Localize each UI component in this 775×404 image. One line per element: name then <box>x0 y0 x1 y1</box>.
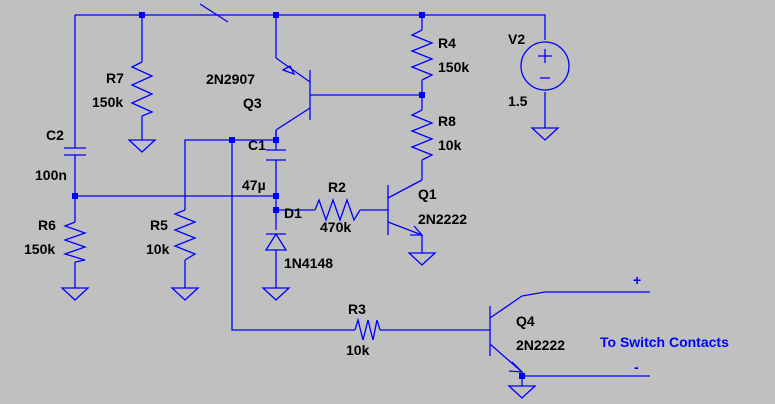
q4-name-label: Q4 <box>516 313 535 329</box>
wires <box>74 14 650 386</box>
resistor-r4 <box>410 29 434 81</box>
transistor-q1 <box>387 179 424 236</box>
r6-name-label: R6 <box>38 217 56 233</box>
r4-value-label: 150k <box>438 59 469 75</box>
v2-name-label: V2 <box>508 31 525 47</box>
q3-part-label: 2N2907 <box>206 71 255 87</box>
q1-name-label: Q1 <box>418 186 437 202</box>
capacitor-c2 <box>64 147 86 156</box>
v2-value-label: 1.5 <box>508 93 528 109</box>
transistor-q3 <box>275 57 311 131</box>
diode-d1 <box>264 232 288 251</box>
capacitor-c1 <box>266 149 286 161</box>
resistor-r3 <box>354 317 381 341</box>
transistor-q4 <box>489 295 524 373</box>
c1-value-label: 47µ <box>242 177 266 193</box>
r3-name-label: R3 <box>348 301 366 317</box>
resistor-r2 <box>314 198 361 222</box>
r3-value-label: 10k <box>346 342 370 358</box>
d1-name-label: D1 <box>284 205 302 221</box>
r5-name-label: R5 <box>150 217 168 233</box>
d1-part-label: 1N4148 <box>284 255 333 271</box>
plus-terminal-label: + <box>633 272 641 288</box>
r4-name-label: R4 <box>438 35 456 51</box>
resistor-r8 <box>410 109 434 161</box>
r7-name-label: R7 <box>106 70 124 86</box>
r5-value-label: 10k <box>146 241 170 257</box>
switch-symbol <box>199 3 230 23</box>
q4-part-label: 2N2222 <box>516 337 565 353</box>
c2-value-label: 100n <box>35 167 67 183</box>
c2-name-label: C2 <box>46 127 64 143</box>
q3-name-label: Q3 <box>243 95 262 111</box>
c1-name-label: C1 <box>248 137 266 153</box>
r2-name-label: R2 <box>328 179 346 195</box>
junctions <box>72 12 525 379</box>
r6-value-label: 150k <box>24 241 55 257</box>
r7-value-label: 150k <box>92 94 123 110</box>
resistor-r7 <box>130 61 154 117</box>
resistor-r5 <box>173 209 197 261</box>
resistor-r6 <box>62 221 87 263</box>
minus-terminal-label: - <box>634 359 639 375</box>
q1-part-label: 2N2222 <box>418 211 467 227</box>
switch-contacts-note: To Switch Contacts <box>600 334 729 350</box>
ground-symbols <box>60 127 560 399</box>
v2-voltage-source <box>520 41 570 91</box>
r8-value-label: 10k <box>438 137 462 153</box>
r8-name-label: R8 <box>438 113 456 129</box>
r2-value-label: 470k <box>320 219 351 235</box>
